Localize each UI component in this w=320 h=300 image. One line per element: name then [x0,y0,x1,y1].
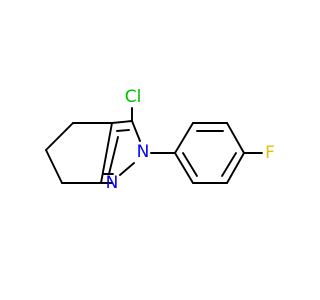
bond-c3-c2 [45,149,63,184]
bond-c1-c5 [100,122,113,184]
bond-ph6-ph1 [174,152,194,184]
bond-c4-c3 [45,122,74,151]
bond-n2-n1 [119,162,135,176]
molecule-structure-diagram: Cl N N F [45,87,275,193]
atom-label-n2: N [137,142,150,162]
bond-ph3-ph4 [226,122,245,154]
bond-ph1-ph2 [174,122,194,154]
atom-label-n1: N [106,173,119,193]
bond-c5-c6-double [116,129,130,132]
bond-c5-c6 [111,120,133,124]
bond-ph4-ph5-double [221,152,237,177]
atom-label-cl: Cl [125,87,142,107]
bond-c6-n2 [131,120,141,142]
atom-label-f: F [265,143,275,163]
bond-ph6-ph1-double [182,152,198,177]
bond-ph4-ph5 [226,152,245,184]
bond-c5-c1-double [108,136,119,175]
